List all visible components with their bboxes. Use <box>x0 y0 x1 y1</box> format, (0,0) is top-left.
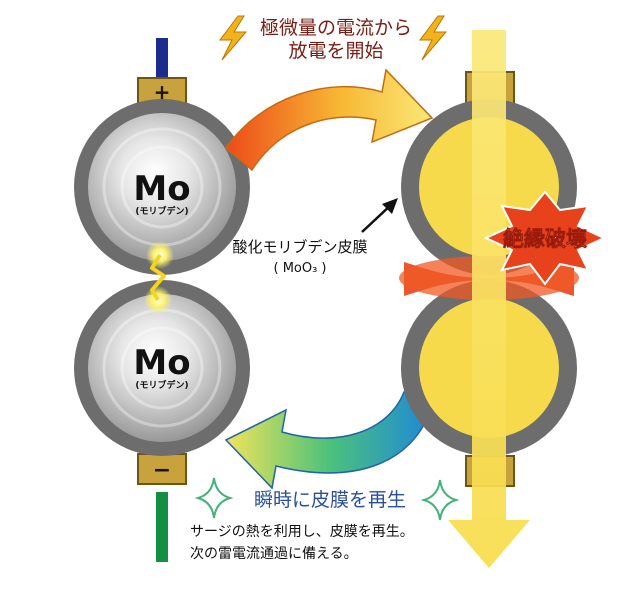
film-pointer-head <box>382 198 398 214</box>
top-caption-line2: 放電を開始 <box>288 40 383 62</box>
positive-wire <box>156 38 168 78</box>
current-arrow <box>448 30 530 568</box>
spark-icon <box>144 241 174 314</box>
lightning-icon <box>219 15 248 61</box>
sparkle-icon-right <box>420 479 460 521</box>
left-bottom-disc-symbol: Mo <box>133 343 190 383</box>
film-label-line1: 酸化モリブデン皮膜 <box>232 238 367 256</box>
insulation-breakdown-badge: 絶縁破壊 <box>483 190 607 286</box>
top-caption-line1: 極微量の電流から <box>260 17 412 39</box>
left-bottom-disc: Mo (モリブデン) <box>74 280 250 456</box>
positive-terminal-label: + <box>154 80 171 104</box>
left-top-disc: Mo (モリブデン) <box>74 99 250 275</box>
bottom-caption-line1: サージの熱を利用し、皮膜を再生。 <box>190 524 414 540</box>
bottom-flow-arrow <box>224 390 433 490</box>
bottom-caption-title: 瞬時に皮膜を再生 <box>254 489 406 511</box>
sparkle-icon <box>194 477 234 519</box>
left-top-disc-sub: (モリブデン) <box>135 205 188 217</box>
bottom-caption-line2: 次の雷電流通過に備える。 <box>190 546 358 562</box>
negative-wire <box>156 492 168 562</box>
film-label-line2: ( MoO₃ ) <box>273 261 326 276</box>
negative-terminal-label: − <box>153 458 171 483</box>
burst-label: 絶縁破壊 <box>503 227 587 251</box>
lightning-icon-right <box>419 15 448 61</box>
left-bottom-disc-sub: (モリブデン) <box>135 379 188 391</box>
left-top-disc-symbol: Mo <box>133 169 190 209</box>
top-flow-arrow <box>224 68 434 172</box>
